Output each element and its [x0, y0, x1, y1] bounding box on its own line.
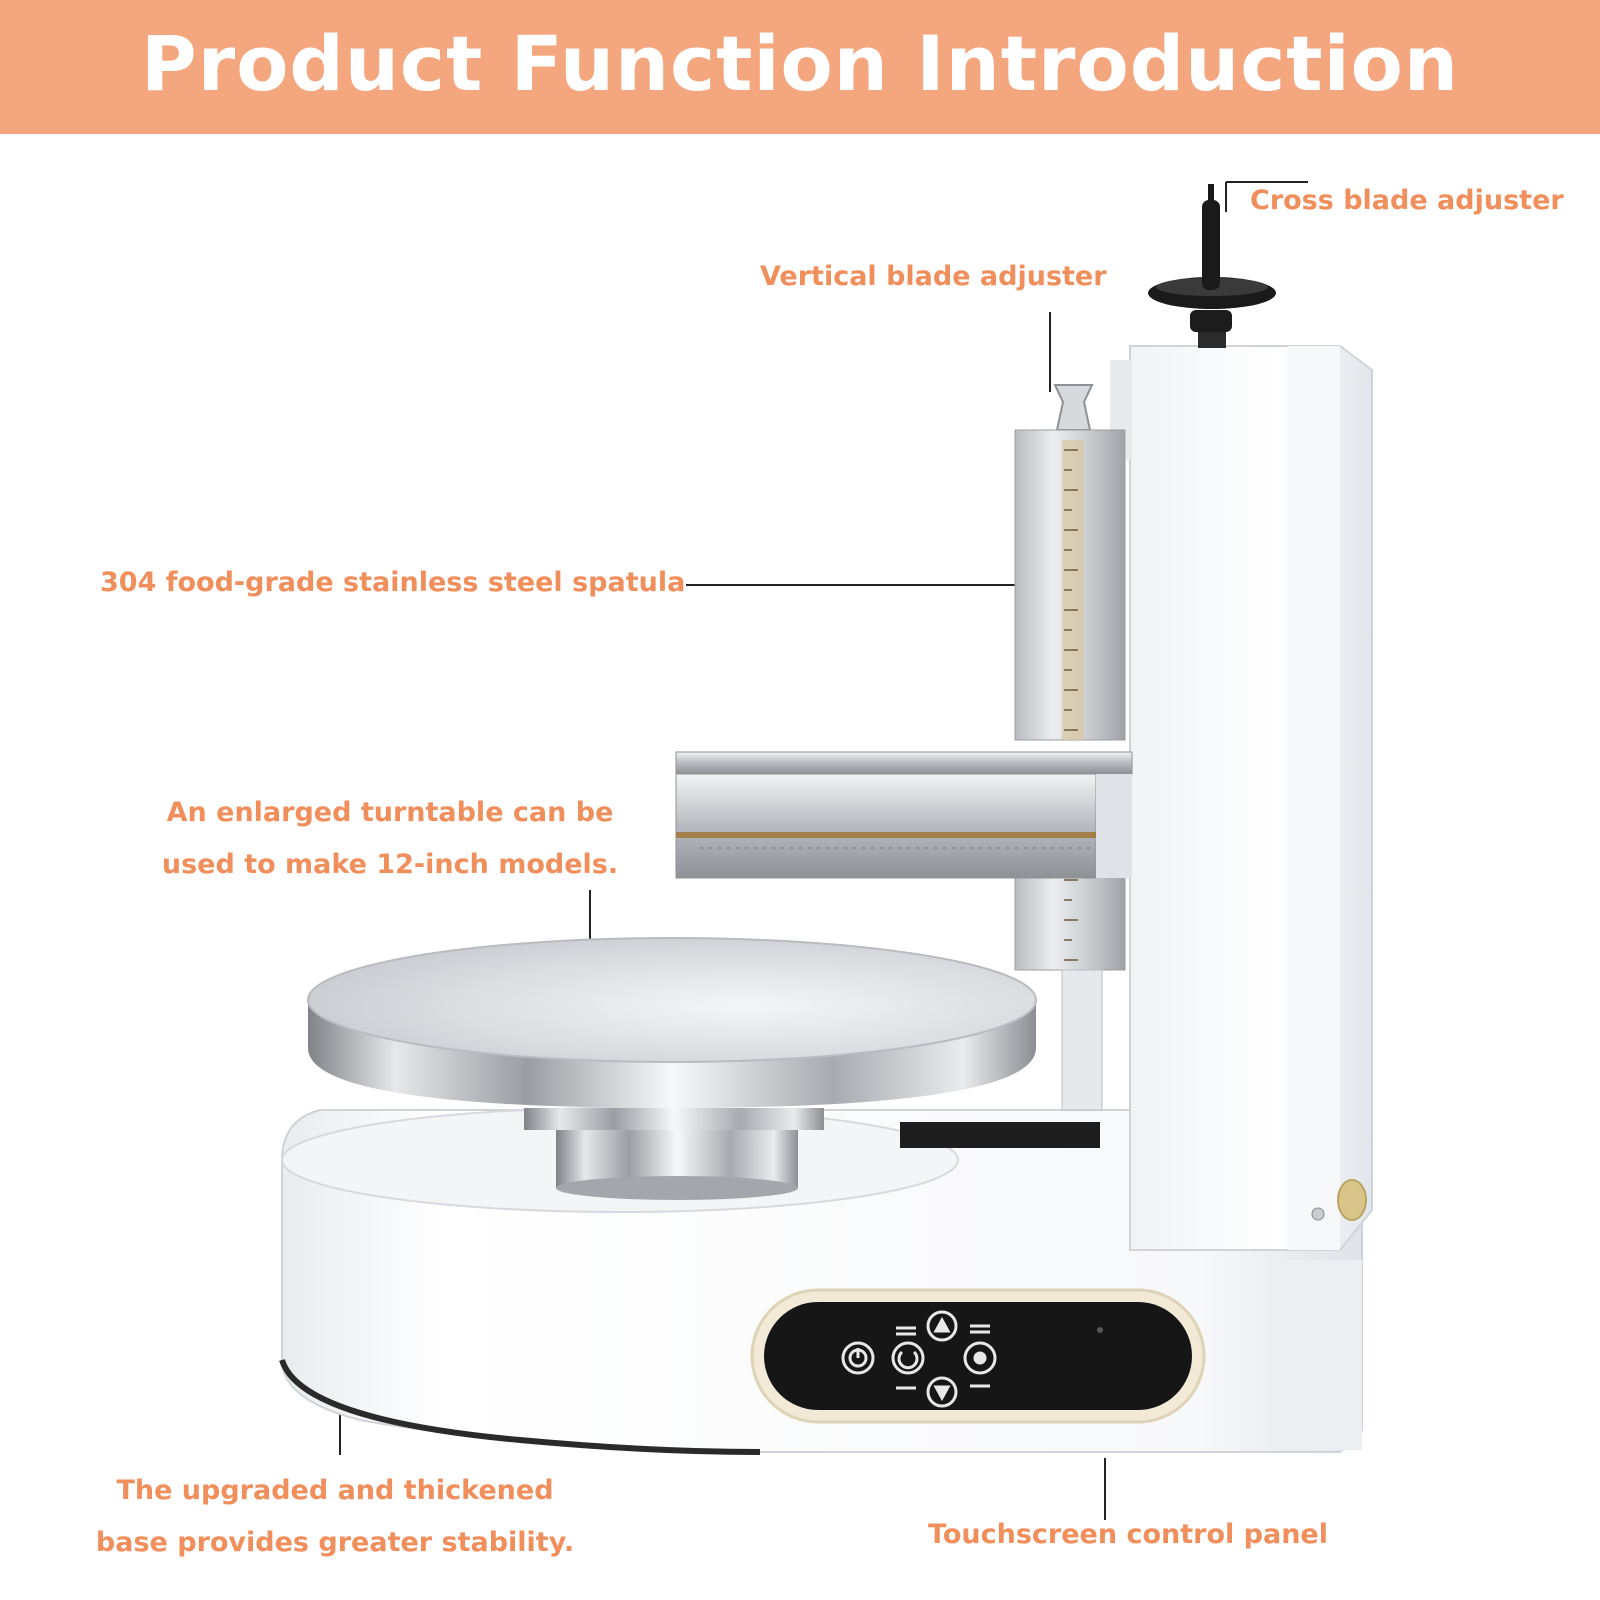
label-vertical-blade-adjuster: Vertical blade adjuster [760, 261, 1107, 292]
control-panel [750, 1288, 1206, 1424]
page-title: Product Function Introduction [141, 19, 1459, 108]
title-banner: Product Function Introduction [0, 0, 1600, 134]
label-turntable-line1: An enlarged turntable can be [166, 797, 614, 828]
label-spatula: 304 food-grade stainless steel spatula [100, 567, 686, 598]
label-control-panel: Touchscreen control panel [928, 1519, 1329, 1550]
vertical-blade-assembly [900, 360, 1132, 1148]
speed-icon [963, 1324, 997, 1388]
rotate-icon [891, 1326, 925, 1390]
label-turntable-line2: used to make 12-inch models. [161, 849, 619, 880]
machine-column [1129, 345, 1373, 1251]
up-arrow-icon [926, 1310, 958, 1342]
horizontal-spatula [675, 751, 1133, 879]
turntable-plate [307, 937, 1037, 1108]
cross-blade-knob [1148, 184, 1276, 348]
label-base-line2: base provides greater stability. [95, 1527, 575, 1558]
label-base-line1: The upgraded and thickened [116, 1475, 554, 1506]
power-icon [841, 1341, 875, 1375]
leader-cross-blade [1225, 181, 1308, 212]
label-cross-blade-adjuster: Cross blade adjuster [1250, 185, 1564, 216]
turntable-spindle [524, 1108, 824, 1200]
leader-lines [339, 181, 1308, 1520]
down-arrow-icon [926, 1376, 958, 1408]
